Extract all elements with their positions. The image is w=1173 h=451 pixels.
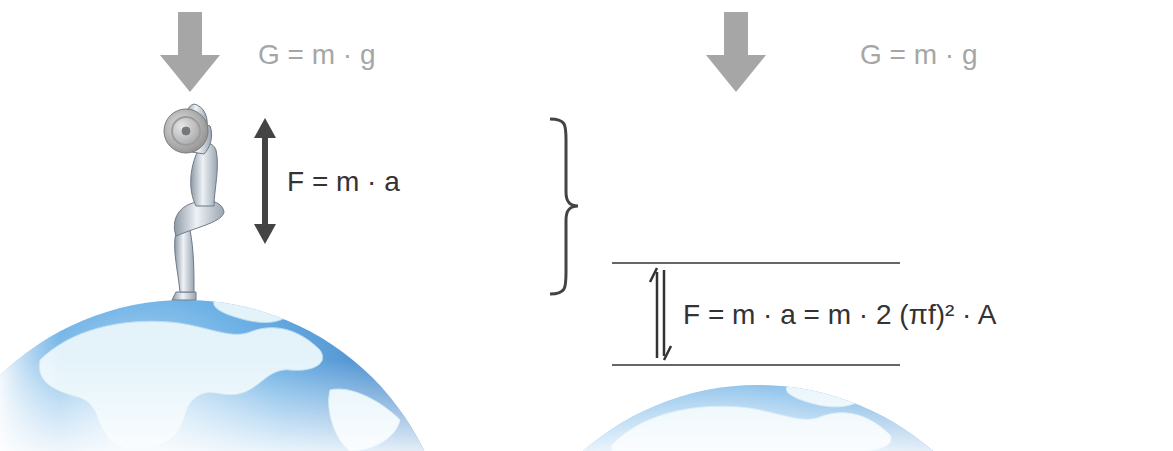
force-label: G = m · g: [258, 38, 375, 72]
vibration-arrow: [650, 268, 671, 360]
globe: [480, 385, 1040, 451]
force-arrow: [254, 118, 276, 244]
amplitude-line: [612, 364, 900, 366]
globe: [0, 300, 460, 451]
amplitude-line: [612, 262, 900, 264]
formula-label: F = m · a = m · 2 (πf)² · A: [683, 298, 996, 332]
gravity-arrow: [160, 12, 220, 92]
weightlifter-figure: [164, 104, 224, 300]
force-label: F = m · a: [287, 165, 400, 199]
gravity-arrow: [706, 12, 766, 92]
bracket: [550, 119, 578, 294]
force-label: G = m · g: [860, 38, 977, 72]
